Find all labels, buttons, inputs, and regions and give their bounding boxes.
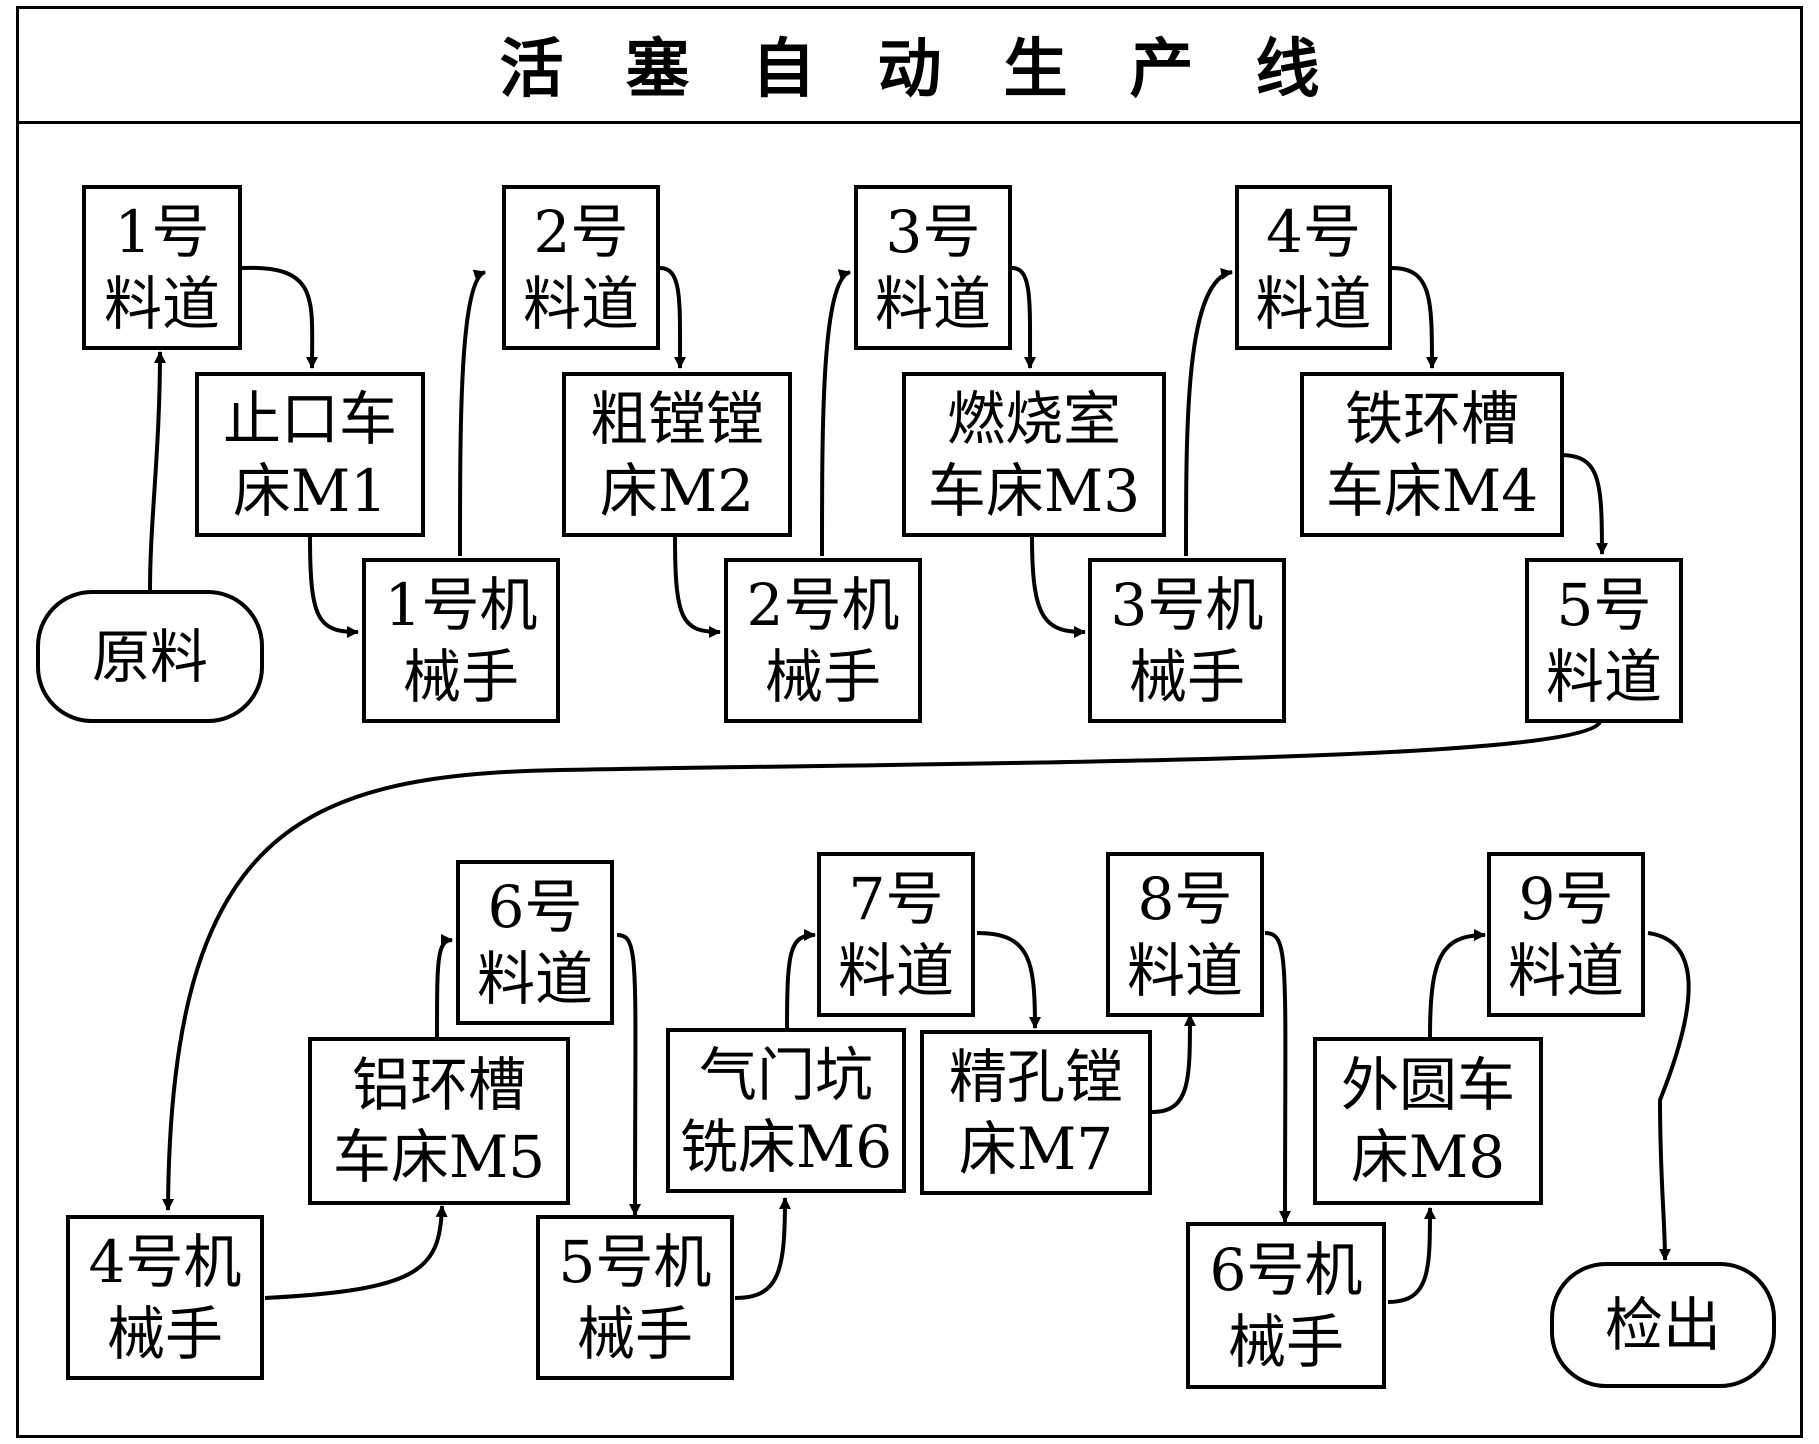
node-robot-1: 1号机械手 bbox=[362, 558, 560, 723]
node-output: 检出 bbox=[1550, 1262, 1776, 1388]
arrow-feed4-to-m4 bbox=[1391, 266, 1438, 369]
node-robot-3: 3号机械手 bbox=[1088, 558, 1286, 723]
node-machine-m6: 气门坑铣床M6 bbox=[666, 1028, 906, 1193]
node-feed-1: 1号料道 bbox=[82, 185, 242, 350]
arrow-feed3-to-m3 bbox=[1011, 266, 1037, 369]
arrow-m5-to-feed6 bbox=[435, 934, 453, 1038]
arrow-feed5-to-robot4 bbox=[162, 720, 1602, 1211]
arrow-robot1-to-feed2 bbox=[458, 269, 487, 557]
node-feed-9: 9号料道 bbox=[1487, 852, 1645, 1017]
node-machine-m3: 燃烧室车床M3 bbox=[902, 372, 1166, 537]
arrow-m2-to-robot2 bbox=[673, 536, 721, 638]
diagram-frame bbox=[16, 6, 1803, 1438]
node-feed-5: 5号料道 bbox=[1525, 558, 1683, 723]
node-machine-m5: 铝环槽车床M5 bbox=[308, 1037, 570, 1205]
node-feed-4: 4号料道 bbox=[1235, 185, 1392, 350]
arrow-feed8-to-robot6 bbox=[1264, 931, 1292, 1223]
arrow-robot2-to-feed3 bbox=[820, 269, 851, 557]
node-robot-2: 2号机械手 bbox=[724, 558, 922, 723]
node-feed-2: 2号料道 bbox=[502, 185, 660, 350]
diagram-title: 活塞自动生产线 bbox=[499, 31, 1382, 107]
node-machine-m1: 止口车床M1 bbox=[195, 372, 425, 537]
node-machine-m2: 粗镗镗床M2 bbox=[562, 372, 792, 537]
arrow-robot4-to-m5 bbox=[264, 1205, 448, 1300]
arrow-m6-to-feed7 bbox=[785, 929, 816, 1029]
arrow-m4-to-feed5 bbox=[1559, 453, 1608, 555]
node-machine-m7: 精孔镗床M7 bbox=[920, 1030, 1152, 1195]
arrow-m8-to-feed9 bbox=[1428, 929, 1486, 1038]
node-feed-6: 6号料道 bbox=[456, 860, 614, 1025]
node-machine-m8: 外圆车床M8 bbox=[1313, 1037, 1543, 1205]
arrow-robot3-to-feed4 bbox=[1184, 268, 1233, 557]
arrow-robot5-to-m6 bbox=[734, 1197, 791, 1300]
node-machine-m4: 铁环槽车床M4 bbox=[1300, 372, 1564, 537]
arrow-feed9-to-output bbox=[1647, 931, 1691, 1261]
node-raw-material: 原料 bbox=[36, 590, 264, 723]
node-feed-3: 3号料道 bbox=[854, 185, 1012, 350]
arrow-feed7-to-m7 bbox=[976, 931, 1041, 1029]
arrow-feed2-to-m2 bbox=[659, 266, 687, 369]
node-feed-7: 7号料道 bbox=[817, 852, 975, 1017]
node-feed-8: 8号料道 bbox=[1106, 852, 1264, 1017]
arrow-raw-to-feed1 bbox=[148, 351, 166, 591]
arrow-m3-to-robot3 bbox=[1030, 536, 1086, 638]
node-robot-6: 6号机械手 bbox=[1186, 1222, 1386, 1389]
arrow-feed6-to-robot5 bbox=[616, 933, 642, 1216]
arrow-feed1-to-m1 bbox=[241, 265, 319, 369]
node-robot-4: 4号机械手 bbox=[66, 1215, 264, 1380]
arrow-robot6-to-m8 bbox=[1387, 1207, 1436, 1304]
title-bar: 活塞自动生产线 bbox=[16, 6, 1803, 124]
arrow-m1-to-robot1 bbox=[308, 536, 359, 638]
node-robot-5: 5号机械手 bbox=[536, 1215, 734, 1380]
arrow-m7-to-feed8 bbox=[1151, 1014, 1196, 1114]
